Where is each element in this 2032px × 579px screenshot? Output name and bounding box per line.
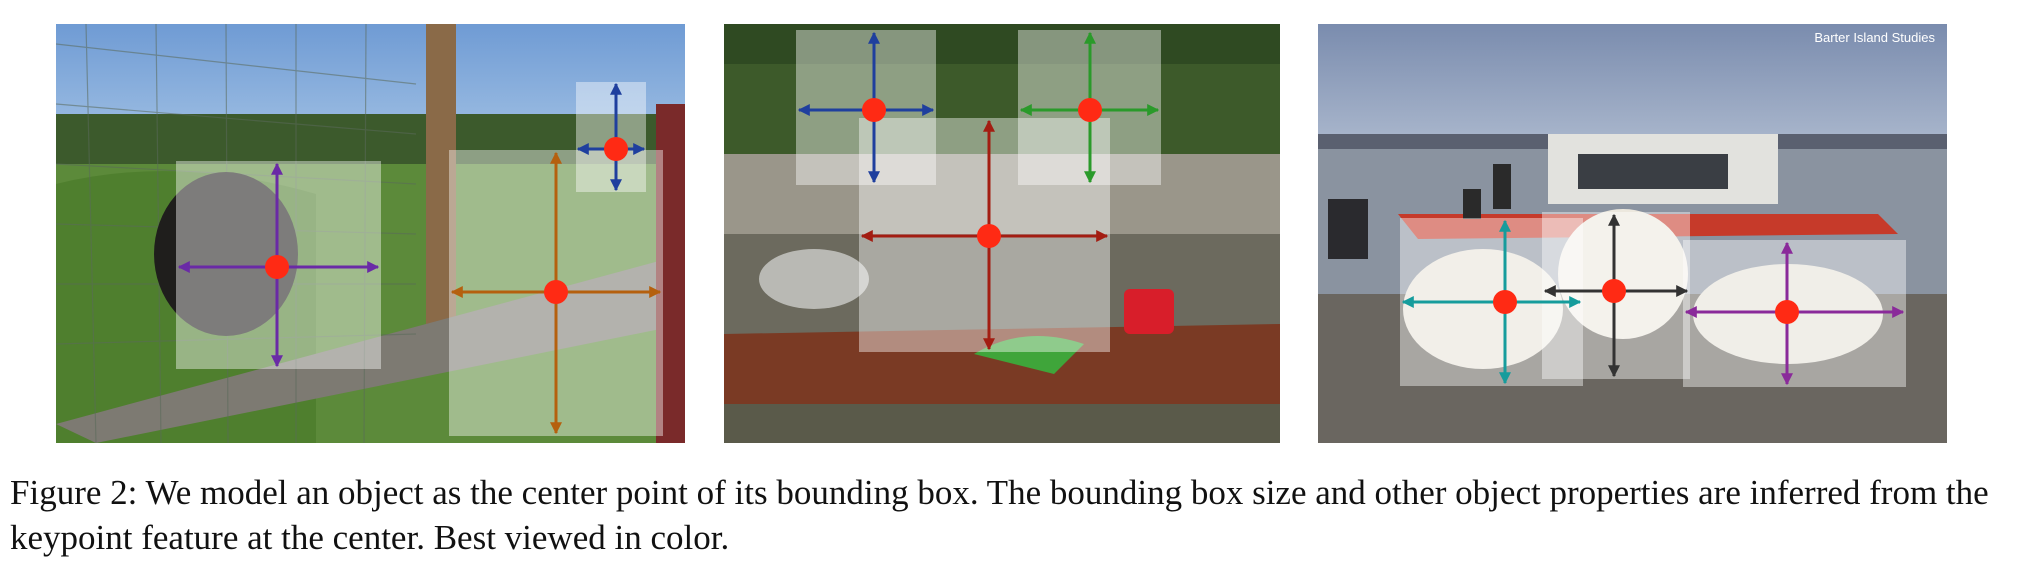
photo-bear-and-girl-illustration [56,24,685,443]
photo-polar-bears: Barter Island Studies [1318,24,1947,443]
photo-market-boat [724,24,1280,443]
photo-bear-and-girl [56,24,685,443]
photo-market-boat-illustration [724,24,1280,443]
photo-polar-bears-illustration: Barter Island Studies [1318,24,1947,443]
figure-caption: Figure 2: We model an object as the cent… [10,473,1989,557]
watermark: Barter Island Studies [1814,30,1935,45]
